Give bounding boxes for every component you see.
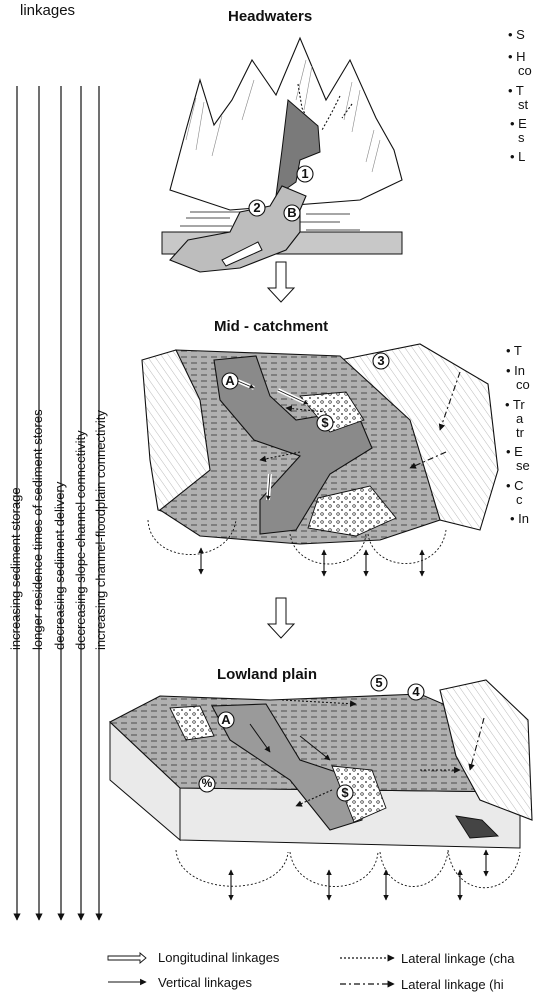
headwaters-diagram (162, 38, 402, 272)
lowland-diagram (110, 680, 532, 900)
marker-B: B (287, 205, 297, 220)
legend-longitudinal-label: Longitudinal linkages (158, 950, 279, 965)
marker-4: 4 (411, 684, 421, 699)
marker-3: 3 (376, 353, 386, 368)
mid-to-lowland-arrow (268, 598, 294, 638)
marker-percent: % (200, 776, 214, 790)
legend-lateral-channel-label: Lateral linkage (cha (401, 951, 514, 966)
hw-to-mid-arrow (268, 262, 294, 302)
legend-longitudinal-symbol (108, 953, 146, 963)
marker-dollar-mid: $ (320, 415, 330, 430)
marker-dollar-lowland: $ (340, 785, 350, 800)
mid-catchment-diagram (142, 344, 498, 576)
legend-vertical-label: Vertical linkages (158, 975, 252, 990)
marker-A-lowland: A (221, 712, 231, 727)
legend-lateral-hillslope-label: Lateral linkage (hi (401, 977, 504, 992)
marker-1: 1 (300, 166, 310, 181)
marker-5: 5 (374, 675, 384, 690)
marker-A-mid: A (225, 373, 235, 388)
marker-2: 2 (252, 200, 262, 215)
trend-arrows (17, 86, 99, 920)
